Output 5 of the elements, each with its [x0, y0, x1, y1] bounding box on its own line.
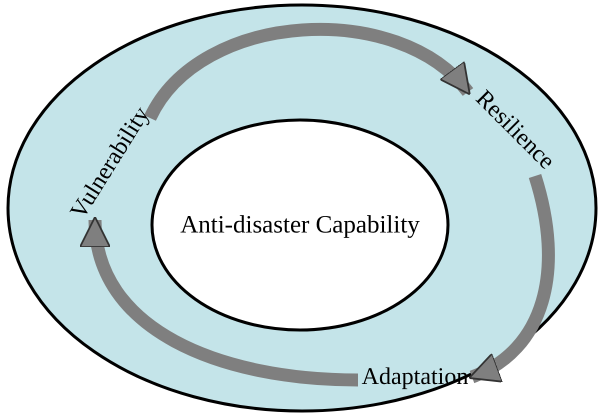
curved-arrow — [468, 174, 555, 383]
center-label: Anti-disaster Capability — [180, 212, 420, 238]
curved-arrow — [82, 216, 358, 386]
curved-arrow — [144, 23, 473, 122]
ring-label: Adaptation — [362, 365, 468, 389]
